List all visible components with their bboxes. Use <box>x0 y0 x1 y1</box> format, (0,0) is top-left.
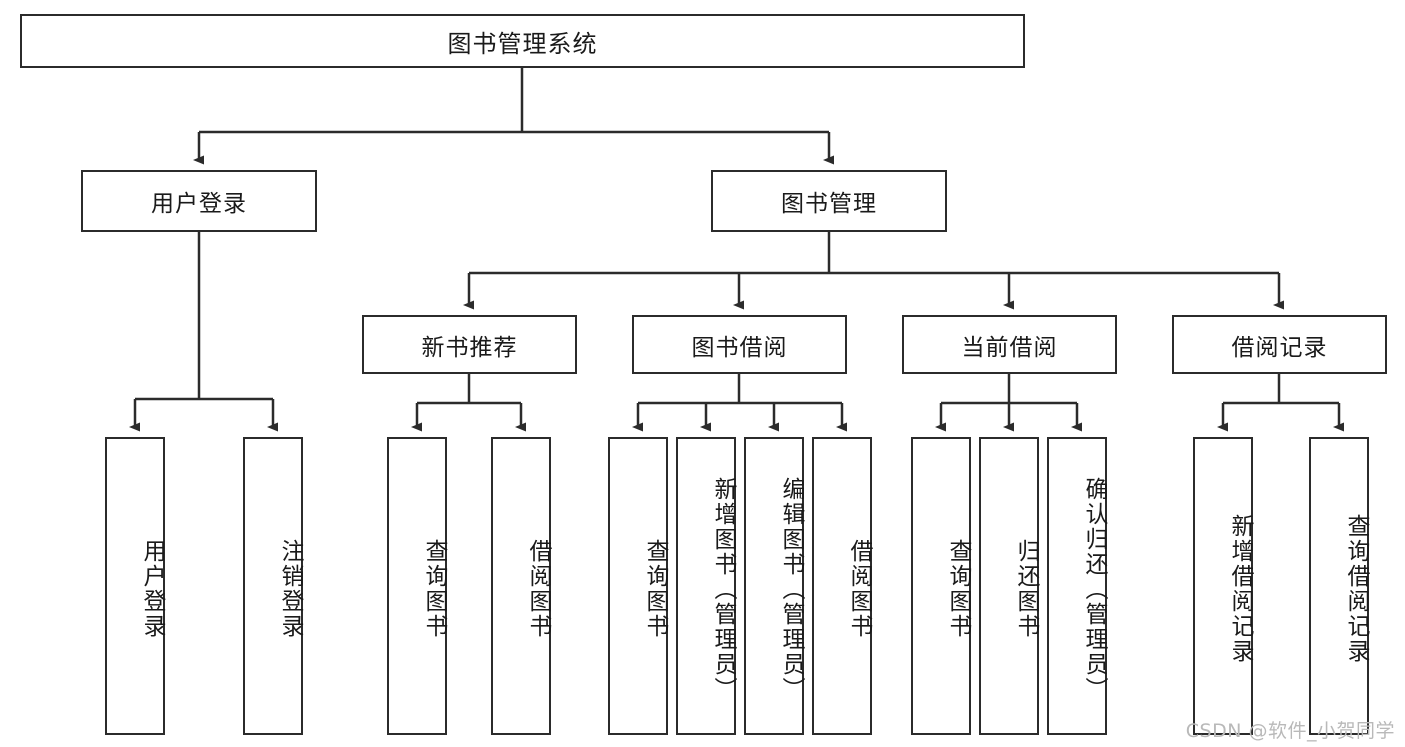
leaf-cb-query-book-label: 查询图书 <box>945 539 971 639</box>
node-book-borrow-label: 图书借阅 <box>691 334 788 361</box>
leaf-cb-return-book[interactable]: 归还图书 <box>979 437 1039 735</box>
leaf-cb-confirm-return[interactable]: 确认归还（管理员） <box>1047 437 1107 735</box>
leaf-logout[interactable]: 注销登录 <box>243 437 303 735</box>
node-current-borrow[interactable]: 当前借阅 <box>902 315 1117 374</box>
leaf-logout-label: 注销登录 <box>277 539 303 639</box>
node-book-borrow[interactable]: 图书借阅 <box>632 315 847 374</box>
leaf-br-query-record-label: 查询借阅记录 <box>1343 514 1369 664</box>
leaf-bb-query-book[interactable]: 查询图书 <box>608 437 668 735</box>
leaf-nb-borrow-book[interactable]: 借阅图书 <box>491 437 551 735</box>
leaf-bb-edit-book[interactable]: 编辑图书（管理员） <box>744 437 804 735</box>
leaf-user-login-label: 用户登录 <box>139 539 165 639</box>
leaf-nb-borrow-book-label: 借阅图书 <box>525 539 551 639</box>
node-book-management-label: 图书管理 <box>781 191 877 217</box>
leaf-bb-add-book[interactable]: 新增图书（管理员） <box>676 437 736 735</box>
node-borrow-record[interactable]: 借阅记录 <box>1172 315 1387 374</box>
leaf-br-add-record-label: 新增借阅记录 <box>1227 514 1253 664</box>
leaf-br-add-record[interactable]: 新增借阅记录 <box>1193 437 1253 735</box>
leaf-cb-confirm-return-label: 确认归还（管理员） <box>1081 476 1107 702</box>
leaf-nb-query-book[interactable]: 查询图书 <box>387 437 447 735</box>
leaf-bb-add-book-label: 新增图书（管理员） <box>710 476 736 702</box>
leaf-cb-return-book-label: 归还图书 <box>1013 539 1039 639</box>
leaf-bb-borrow-book-label: 借阅图书 <box>846 539 872 639</box>
leaf-bb-query-book-label: 查询图书 <box>642 539 668 639</box>
node-book-management[interactable]: 图书管理 <box>711 170 947 232</box>
node-user-login[interactable]: 用户登录 <box>81 170 317 232</box>
leaf-user-login[interactable]: 用户登录 <box>105 437 165 735</box>
node-borrow-record-label: 借阅记录 <box>1231 334 1328 361</box>
leaf-nb-query-book-label: 查询图书 <box>421 539 447 639</box>
node-root[interactable]: 图书管理系统 <box>20 14 1025 68</box>
leaf-bb-borrow-book[interactable]: 借阅图书 <box>812 437 872 735</box>
node-new-book-recommend[interactable]: 新书推荐 <box>362 315 577 374</box>
leaf-bb-edit-book-label: 编辑图书（管理员） <box>778 476 804 702</box>
leaf-cb-query-book[interactable]: 查询图书 <box>911 437 971 735</box>
node-current-borrow-label: 当前借阅 <box>961 334 1058 361</box>
leaf-br-query-record[interactable]: 查询借阅记录 <box>1309 437 1369 735</box>
node-user-login-label: 用户登录 <box>151 191 247 217</box>
node-new-book-recommend-label: 新书推荐 <box>421 334 518 361</box>
node-root-label: 图书管理系统 <box>447 29 598 58</box>
watermark: CSDN @软件_小贺同学 <box>1185 720 1395 742</box>
